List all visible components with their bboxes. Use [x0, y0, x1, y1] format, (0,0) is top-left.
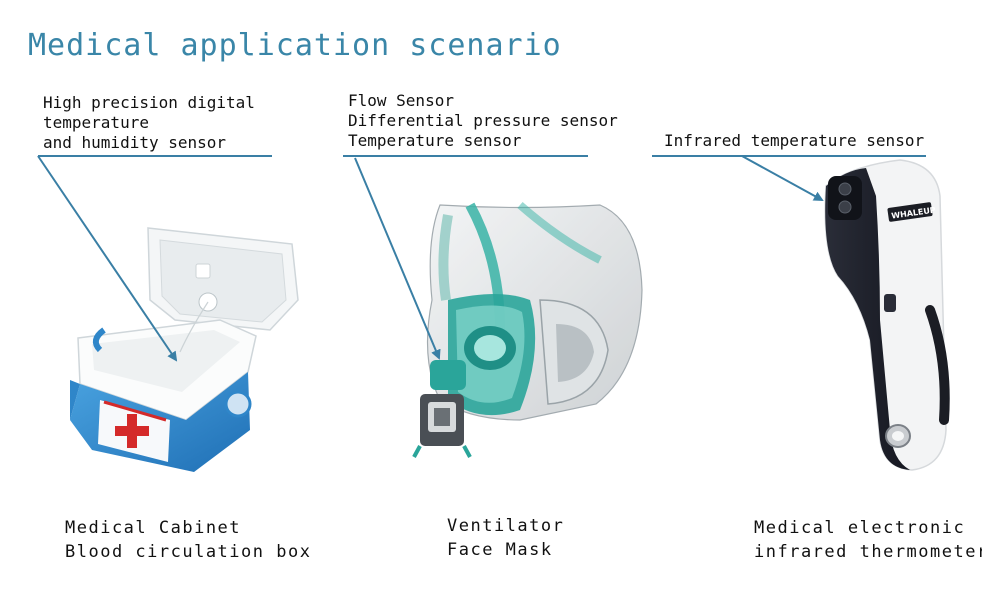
mask-sensor-line-1: Flow Sensor: [348, 91, 454, 110]
thermo-sensor-line-1: Infrared temperature sensor: [664, 131, 925, 150]
mask-sensor-label: Flow Sensor Differential pressure sensor…: [348, 91, 618, 151]
thermo-caption-line-2: infrared thermometer: [754, 542, 982, 562]
cabinet-sensor-label: High precision digital temperature and h…: [43, 93, 255, 153]
mask-caption-line-1: Ventilator: [447, 516, 565, 536]
face-mask-image: [362, 201, 672, 458]
cabinet-caption-line-2: Blood circulation box: [65, 542, 312, 562]
thermo-leader-arrow: [741, 155, 824, 201]
mask-caption-line-2: Face Mask: [447, 540, 553, 560]
cabinet-caption-line-1: Medical Cabinet: [65, 518, 242, 538]
medical-cabinet-image: [70, 227, 299, 472]
cabinet-sensor-line-3: and humidity sensor: [43, 133, 227, 152]
thermo-caption: Medical electronic infrared thermometer: [754, 516, 982, 564]
mask-sensor-line-3: Temperature sensor: [348, 131, 522, 150]
thermo-sensor-label: Infrared temperature sensor: [664, 131, 924, 151]
cabinet-leader-arrow: [37, 155, 178, 362]
red-cross-icon: [115, 414, 149, 448]
cabinet-sensor-line-1: High precision digital: [43, 93, 255, 112]
mask-caption: Ventilator Face Mask: [447, 514, 564, 562]
cabinet-sensor-line-2: temperature: [43, 113, 149, 132]
cabinet-caption: Medical Cabinet Blood circulation box: [65, 516, 311, 564]
page-title: Medical application scenario: [28, 28, 562, 63]
mask-sensor-line-2: Differential pressure sensor: [348, 111, 618, 130]
mask-leader-arrow: [354, 157, 441, 360]
leader-lines: [37, 155, 926, 362]
thermo-caption-line-1: Medical electronic: [754, 518, 966, 538]
thermometer-image: WHALEUP: [824, 159, 950, 471]
